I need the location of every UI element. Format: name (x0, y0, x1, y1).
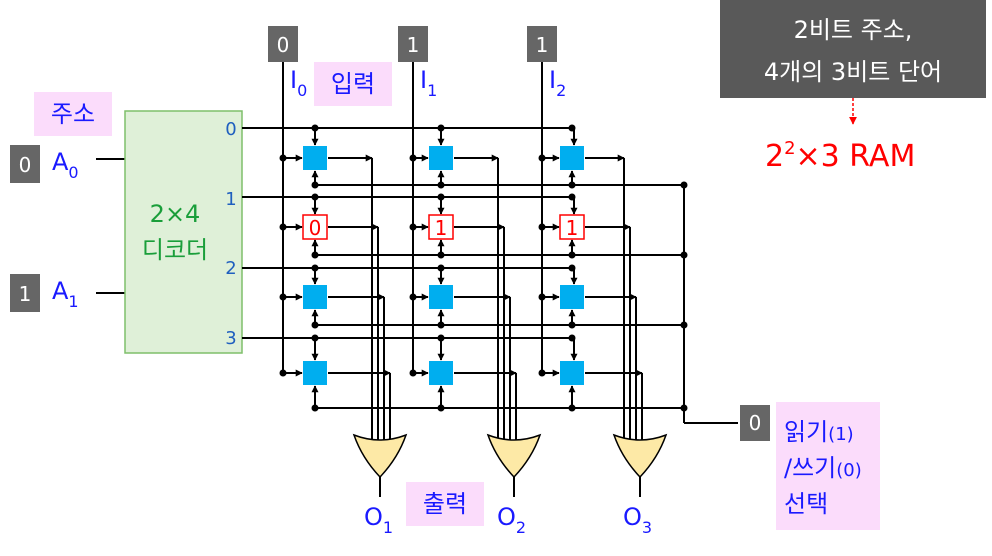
decoder-output-1: 1 (225, 189, 236, 210)
callout-box (720, 0, 986, 98)
decoder-line-1: 2×4 (150, 200, 201, 228)
i2-value: 1 (536, 33, 549, 57)
memory-cell-2-1 (429, 285, 453, 309)
address-label: 주소 (51, 100, 95, 128)
output-label: 출력 (423, 490, 467, 518)
memory-cell-2-0 (303, 285, 327, 309)
rw-label-line-3: 선택 (784, 490, 828, 518)
callout-line-1: 2비트 주소, (794, 16, 913, 44)
callout-line-2: 4개의 3비트 단어 (764, 58, 942, 86)
select-dot-2-2 (568, 264, 576, 272)
or-gate-2 (486, 433, 542, 479)
i2-value-box (527, 26, 557, 62)
i0-label: I0 (290, 66, 307, 100)
a0-label: A0 (52, 148, 79, 182)
ram-label: 22×3 RAM (765, 138, 915, 174)
decoder-output-0: 0 (225, 119, 236, 140)
a1-value: 1 (19, 282, 32, 306)
a0-value: 0 (19, 153, 32, 177)
decoder-output-2: 2 (225, 258, 236, 279)
i0-value-box (268, 26, 298, 62)
output-label-bg (406, 482, 484, 526)
rw-dot-1 (680, 251, 688, 259)
or-gate-1 (352, 433, 408, 479)
input-label-bg (314, 62, 392, 106)
memory-cell-0-1 (429, 146, 453, 170)
a0-value-box (10, 145, 40, 183)
o2-label: O2 (497, 503, 526, 537)
o3-label: O3 (623, 503, 652, 537)
o1-label: O1 (364, 503, 393, 537)
i0-value: 0 (277, 33, 290, 57)
stored-bit-0: 0 (309, 216, 322, 240)
rw-label-bg (776, 402, 880, 530)
select-dot-3-2 (568, 334, 576, 342)
i1-label: I1 (420, 66, 437, 100)
rw-value-box (740, 405, 770, 441)
stored-bit-1: 1 (435, 216, 448, 240)
decoder-line-2: 디코더 (142, 236, 208, 264)
rw-value: 0 (749, 411, 762, 435)
rw-dot-2 (680, 321, 688, 329)
a1-value-box (10, 274, 40, 312)
decoder-output-3: 3 (225, 328, 236, 349)
rw-label-line-1: 읽기(1) (784, 418, 854, 446)
memory-cell-3-0 (303, 361, 327, 385)
or-gate-3 (612, 433, 668, 479)
memory-grid: 0 1 1 (242, 62, 738, 442)
rw-label-line-2: /쓰기(0) (784, 454, 862, 482)
i1-value: 1 (407, 33, 420, 57)
input-label: 입력 (331, 70, 375, 98)
memory-cell-0-2 (560, 146, 584, 170)
rw-dot-0 (680, 181, 688, 189)
memory-cell-0-0 (303, 146, 327, 170)
a1-label: A1 (52, 277, 79, 311)
decoder-box (124, 110, 243, 354)
rw-dot-3 (680, 404, 688, 412)
memory-cell-2-2 (560, 285, 584, 309)
stored-bit-2: 1 (566, 216, 579, 240)
select-dot-1-2 (568, 193, 576, 201)
memory-cell-3-2 (560, 361, 584, 385)
stored-bit-cell-0 (302, 214, 328, 240)
stored-bit-cell-2 (559, 214, 585, 240)
i2-label: I2 (549, 66, 566, 100)
stored-bit-cell-1 (428, 214, 454, 240)
select-dot-0-2 (568, 124, 576, 132)
memory-cell-3-1 (429, 361, 453, 385)
address-label-bg (34, 92, 112, 136)
i1-value-box (398, 26, 428, 62)
